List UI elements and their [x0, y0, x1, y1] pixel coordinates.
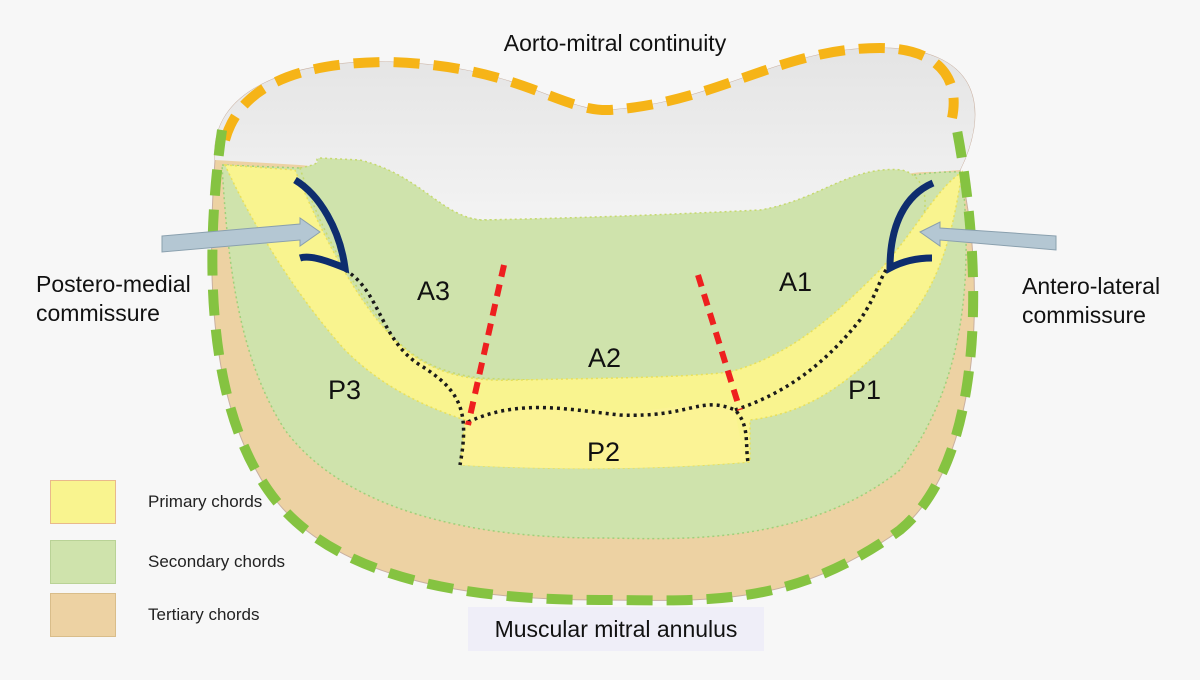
- postero-medial-commissure-label: Postero-medial commissure: [36, 270, 191, 328]
- primary-chord-zone: [223, 164, 964, 470]
- postero-medial-commissure-arc: [293, 176, 350, 274]
- legend-label-tertiary: Tertiary chords: [148, 605, 260, 624]
- coaptation-line: [344, 263, 892, 466]
- segment-p3-label: P3: [328, 375, 362, 405]
- legend-swatch-tertiary: [50, 593, 116, 637]
- legend-item-secondary: Secondary chords: [50, 540, 320, 588]
- p2-scallop: [460, 403, 745, 469]
- antero-lateral-line-1: Antero-lateral: [1022, 273, 1161, 299]
- aorto-mitral-continuity-label: Aorto-mitral continuity: [503, 30, 727, 56]
- antero-lateral-line-2: commissure: [1022, 302, 1146, 328]
- a1-a2-cleft-line: [695, 274, 743, 411]
- legend-item-tertiary: Tertiary chords: [50, 593, 320, 641]
- segment-a2-label: A2: [588, 343, 622, 373]
- legend-item-primary: Primary chords: [50, 480, 320, 528]
- antero-lateral-commissure-label: Antero-lateral commissure: [1022, 272, 1160, 330]
- legend-label-primary: Primary chords: [148, 492, 263, 511]
- muscular-mitral-annulus-label: Muscular mitral annulus: [468, 607, 764, 651]
- aorto-mitral-rim: [220, 42, 959, 142]
- legend-swatch-secondary: [50, 540, 116, 584]
- legend-swatch-primary: [50, 480, 116, 524]
- muscular-annulus-rim: [207, 119, 979, 606]
- segment-p1-label: P1: [848, 375, 882, 405]
- segment-p2-label: P2: [587, 437, 621, 467]
- legend-label-secondary: Secondary chords: [148, 552, 286, 571]
- a2-a3-cleft-line: [465, 264, 507, 426]
- postero-medial-line-1: Postero-medial: [36, 271, 191, 297]
- segment-a3-label: A3: [417, 276, 451, 306]
- postero-medial-arrow: [161, 217, 321, 253]
- antero-lateral-commissure-arc: [886, 179, 935, 274]
- postero-medial-line-2: commissure: [36, 300, 160, 326]
- antero-lateral-arrow: [919, 221, 1057, 251]
- aortic-region: [214, 48, 975, 221]
- segment-a1-label: A1: [779, 267, 813, 297]
